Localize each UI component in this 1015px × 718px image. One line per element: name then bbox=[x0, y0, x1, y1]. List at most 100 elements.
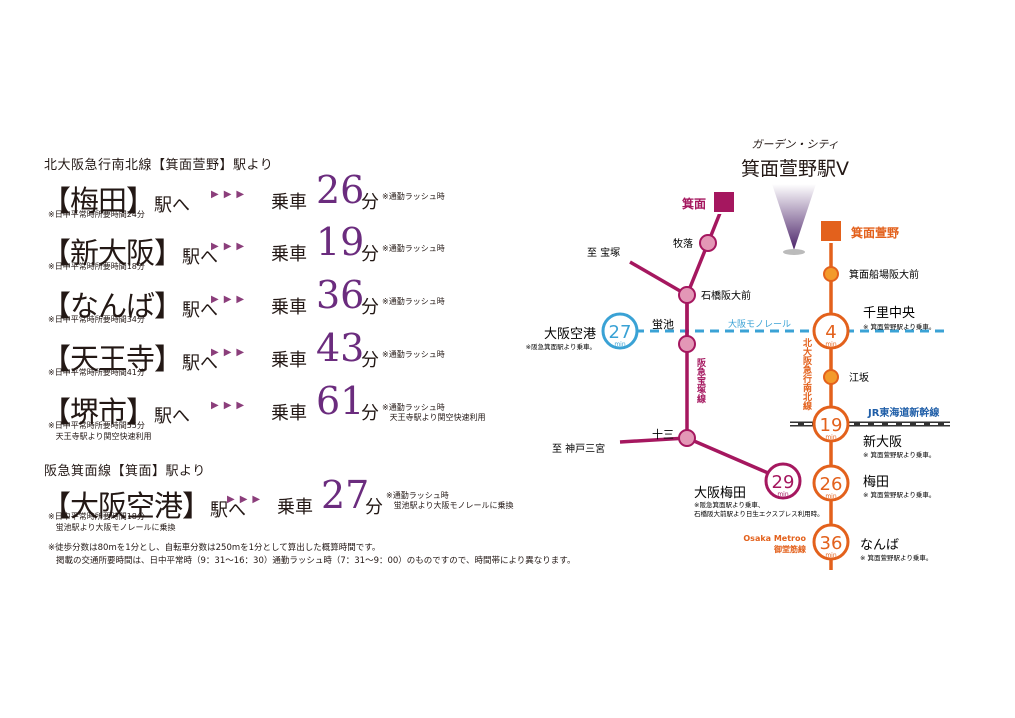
umeda-label: 梅田 bbox=[863, 475, 889, 490]
hankyu-kobe-branch bbox=[619, 436, 688, 444]
route-rush-note: ※通勤ラッシュ時 bbox=[382, 297, 445, 306]
senri-station-icon bbox=[812, 312, 850, 350]
route-note: ※日中平常時所要時間18分 蛍池駅より大阪モノレールに乗換 bbox=[48, 512, 176, 532]
airport-unit: min bbox=[614, 341, 626, 348]
arrow-icon: ▶▶▶ bbox=[211, 241, 250, 252]
arrow-icon: ▶▶▶ bbox=[211, 189, 250, 200]
namba-label: なんば bbox=[860, 538, 899, 553]
umeda-station-icon bbox=[812, 464, 850, 502]
funaba-label: 箕面船場阪大前 bbox=[849, 268, 919, 281]
section2-header: 阪急箕面線【箕面】駅より bbox=[44, 464, 206, 479]
route-josha: 乗車 bbox=[271, 403, 307, 424]
property-pin-icon bbox=[772, 184, 816, 250]
route-note: ※日中平常時所要時間24分 bbox=[48, 210, 145, 219]
access-info-panel: 北大阪急行南北線【箕面萱野】駅より 【梅田】駅へ ▶▶▶ 乗車 26 分 ※通勤… bbox=[0, 158, 575, 566]
route-row-shinosaka: 【新大阪】駅へ ▶▶▶ 乗車 19 分 ※通勤ラッシュ時 ※日中平常時所要時間1… bbox=[0, 220, 560, 278]
route-row-airport: 【大阪空港】駅へ ▶▶▶ 乗車 27 分 ※通勤ラッシュ時 蛍池駅より大阪モノレ… bbox=[0, 473, 560, 532]
route-rush-note: ※通勤ラッシュ時 bbox=[382, 350, 445, 359]
jr-label: JR東海道新幹線 bbox=[867, 406, 939, 419]
route-minutes: 36 bbox=[316, 273, 365, 317]
hankyu-takarazuka-branch bbox=[629, 260, 688, 297]
airport-minutes: 27 bbox=[609, 322, 632, 343]
route-destination: 【天王寺】駅へ bbox=[42, 342, 219, 376]
metro-label-2: 御堂筋線 bbox=[773, 544, 806, 554]
route-rush-note: ※通勤ラッシュ時 bbox=[382, 244, 445, 253]
route-minutes: 19 bbox=[316, 220, 365, 264]
hankyu-umeda-station-icon bbox=[764, 462, 802, 500]
arrow-icon: ▶▶▶ bbox=[211, 347, 250, 358]
property-ruby: ガーデン・シティ bbox=[751, 138, 838, 151]
airport-note: ※阪急箕面駅より乗車。 bbox=[526, 342, 596, 351]
route-rush-note: ※通勤ラッシュ時 bbox=[382, 192, 445, 201]
route-minutes: 43 bbox=[316, 326, 365, 370]
route-row-namba: 【なんば】駅へ ▶▶▶ 乗車 36 分 ※通勤ラッシュ時 ※日中平常時所要時間3… bbox=[0, 273, 560, 331]
route-destination: 【堺市】駅へ bbox=[42, 395, 191, 429]
kobe-label: 至 神戸三宮 bbox=[552, 442, 605, 455]
route-fun: 分 bbox=[361, 297, 379, 318]
hotarugaike-station-icon bbox=[678, 335, 696, 353]
route-josha: 乗車 bbox=[277, 497, 313, 518]
esaka-label: 江坂 bbox=[849, 372, 869, 384]
pin-shadow bbox=[783, 249, 805, 255]
route-fun: 分 bbox=[361, 244, 379, 265]
makiochi-label: 牧落 bbox=[673, 237, 693, 250]
airport-station-icon bbox=[601, 312, 639, 350]
route-fun: 分 bbox=[361, 403, 379, 424]
hankyu-line-label: 阪急宝塚線 bbox=[695, 357, 706, 404]
hankyu-umeda-note2: 石橋阪大前駅より日生エクスプレス利用時。 bbox=[694, 509, 824, 518]
property-name: 箕面萱野駅Ⅴ bbox=[741, 158, 849, 180]
route-row-umeda: 【梅田】駅へ ▶▶▶ 乗車 26 分 ※通勤ラッシュ時 ※日中平常時所要時間24… bbox=[0, 168, 560, 226]
arrow-icon: ▶▶▶ bbox=[211, 294, 250, 305]
takarazuka-label: 至 宝塚 bbox=[587, 246, 620, 259]
route-note: ※日中平常時所要時間41分 bbox=[48, 368, 145, 377]
route-note: ※日中平常時所要時間34分 bbox=[48, 315, 145, 324]
umeda-note: ※ 箕面萱野駅より乗車。 bbox=[863, 490, 935, 499]
route-destination: 【梅田】駅へ bbox=[42, 184, 191, 218]
route-note: ※日中平常時所要時間55分 天王寺駅より関空快速利用 bbox=[48, 421, 152, 441]
hankyu-umeda-minutes: 29 bbox=[772, 472, 795, 493]
shinosaka-unit: min bbox=[825, 434, 837, 441]
footnote: ※徒歩分数は80mを1分とし、自転車分数は250mを1分として算出した概算時間で… bbox=[48, 543, 381, 553]
ishibashi-station-icon bbox=[678, 286, 696, 304]
airport-label: 大阪空港 bbox=[544, 327, 596, 342]
hankyu-umeda-note1: ※阪急箕面駅より乗車、 bbox=[694, 500, 764, 509]
shinosaka-note: ※ 箕面萱野駅より乗車。 bbox=[863, 450, 935, 459]
juso-station-icon bbox=[678, 429, 696, 447]
shinosaka-label: 新大阪 bbox=[863, 434, 902, 450]
route-rush-note: ※通勤ラッシュ時 蛍池駅より大阪モノレールに乗換 bbox=[386, 491, 514, 510]
senri-minutes: 4 bbox=[825, 322, 836, 343]
route-fun: 分 bbox=[361, 350, 379, 371]
namba-station-icon bbox=[812, 523, 850, 561]
senri-label: 千里中央 bbox=[863, 306, 915, 321]
senri-unit: min bbox=[825, 341, 837, 348]
arrow-icon: ▶▶▶ bbox=[227, 494, 266, 505]
route-minutes: 27 bbox=[321, 473, 370, 517]
route-rush-note: ※通勤ラッシュ時 天王寺駅より関空快速利用 bbox=[382, 403, 486, 422]
shinosaka-station-icon bbox=[812, 405, 850, 443]
minoh-station-icon bbox=[712, 190, 736, 214]
makiochi-station-icon bbox=[699, 234, 717, 252]
hotarugaike-label: 蛍池 bbox=[652, 317, 674, 331]
route-minutes: 26 bbox=[316, 168, 365, 212]
route-row-tennoji: 【天王寺】駅へ ▶▶▶ 乗車 43 分 ※通勤ラッシュ時 ※日中平常時所要時間4… bbox=[0, 326, 560, 384]
route-fun: 分 bbox=[365, 497, 383, 518]
hankyu-umeda-unit: min bbox=[777, 491, 789, 498]
route-josha: 乗車 bbox=[271, 297, 307, 318]
route-josha: 乗車 bbox=[271, 350, 307, 371]
section1-header: 北大阪急行南北線【箕面萱野】駅より bbox=[44, 158, 274, 173]
hankyu-umeda-label: 大阪梅田 bbox=[694, 486, 746, 501]
shinosaka-minutes: 19 bbox=[820, 415, 843, 436]
namba-note: ※ 箕面萱野駅より乗車。 bbox=[860, 553, 932, 562]
route-destination: 【なんば】駅へ bbox=[42, 289, 219, 323]
route-note: ※日中平常時所要時間18分 bbox=[48, 262, 145, 271]
metro-label-1: Osaka Metroo bbox=[743, 534, 806, 543]
route-destination: 【新大阪】駅へ bbox=[42, 236, 219, 270]
arrow-icon: ▶▶▶ bbox=[211, 400, 250, 411]
route-fun: 分 bbox=[361, 192, 379, 213]
hankyu-minoh-line bbox=[685, 202, 726, 344]
juso-label: 十三 bbox=[652, 427, 674, 441]
umeda-unit: min bbox=[825, 493, 837, 500]
route-josha: 乗車 bbox=[271, 244, 307, 265]
route-minutes: 61 bbox=[316, 379, 365, 423]
